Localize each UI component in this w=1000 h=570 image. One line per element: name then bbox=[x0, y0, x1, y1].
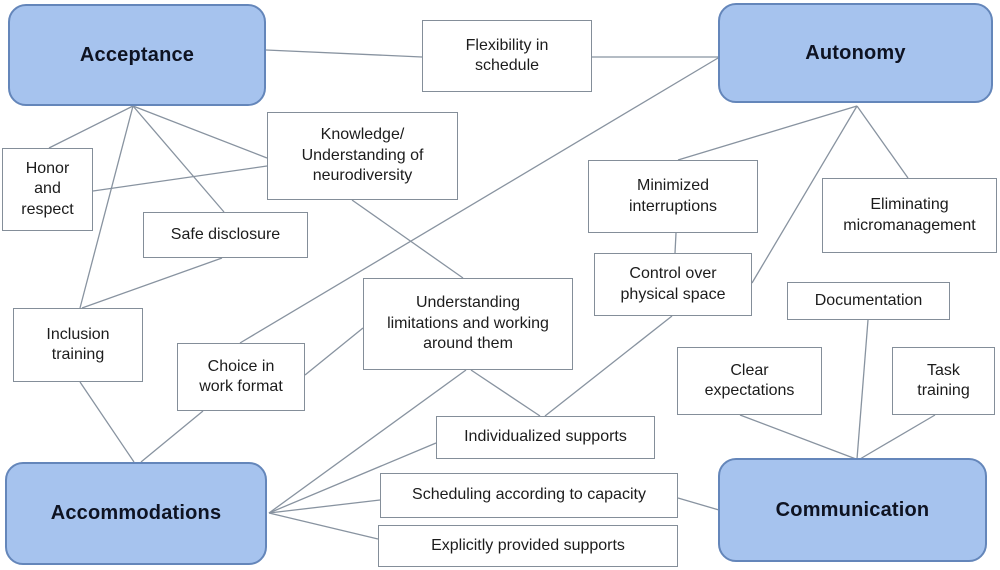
inclusion-label: Inclusion training bbox=[46, 325, 110, 363]
minimized-label: Minimized interruptions bbox=[628, 177, 718, 215]
clear-label: Clear expectations bbox=[704, 361, 795, 399]
node-flexibility: Flexibility in schedule bbox=[422, 20, 592, 92]
knowledge-label: Knowledge/ Understanding of neurodiversi… bbox=[301, 126, 424, 185]
control-label: Control over physical space bbox=[620, 265, 726, 303]
node-inclusion: Inclusion training bbox=[13, 308, 143, 382]
node-explicitly: Explicitly provided supports bbox=[378, 525, 678, 567]
node-eliminating: Eliminating micromanagement bbox=[822, 178, 997, 253]
edge-choice-accommodations bbox=[140, 410, 204, 463]
task-label: Task training bbox=[917, 361, 970, 399]
choice-label: Choice in work format bbox=[199, 357, 283, 395]
explicitly-label: Explicitly provided supports bbox=[431, 536, 625, 554]
edge-clear-communication bbox=[739, 414, 857, 460]
node-autonomy: Autonomy bbox=[718, 3, 993, 103]
node-minimized: Minimized interruptions bbox=[588, 160, 758, 233]
edge-minimized-control bbox=[674, 232, 677, 254]
edge-acceptance-knowledge bbox=[132, 105, 268, 159]
edge-acceptance-safe bbox=[132, 105, 225, 213]
edge-autonomy-control bbox=[751, 105, 858, 284]
individualized-label: Individualized supports bbox=[464, 428, 627, 446]
edge-acceptance-inclusion bbox=[79, 105, 134, 309]
edge-accommodations-scheduling bbox=[268, 499, 381, 514]
node-safe: Safe disclosure bbox=[143, 212, 308, 258]
node-accommodations: Accommodations bbox=[5, 462, 267, 565]
node-acceptance: Acceptance bbox=[8, 4, 266, 106]
edge-safe-inclusion bbox=[81, 257, 223, 309]
edge-acceptance-honor bbox=[48, 105, 134, 149]
edge-autonomy-minimized bbox=[677, 105, 858, 161]
edge-understanding-accommodations bbox=[268, 369, 467, 514]
documentation-label: Documentation bbox=[814, 291, 923, 309]
honor-label: Honor and respect bbox=[21, 159, 74, 218]
edge-accommodations-individualized bbox=[268, 442, 437, 514]
node-knowledge: Knowledge/ Understanding of neurodiversi… bbox=[267, 112, 458, 200]
edge-choice-understanding bbox=[304, 327, 364, 376]
edge-scheduling-communication bbox=[677, 497, 720, 511]
node-clear: Clear expectations bbox=[677, 347, 822, 415]
acceptance-label: Acceptance bbox=[79, 43, 195, 66]
edge-knowledge-understanding bbox=[351, 199, 464, 279]
scheduling-label: Scheduling according to capacity bbox=[412, 486, 646, 504]
node-documentation: Documentation bbox=[787, 282, 950, 320]
node-task: Task training bbox=[892, 347, 995, 415]
edge-inclusion-accommodations bbox=[79, 381, 135, 463]
edge-task-communication bbox=[859, 414, 936, 460]
accommodations-label: Accommodations bbox=[50, 502, 222, 524]
autonomy-label: Autonomy bbox=[805, 41, 906, 64]
edge-documentation-communication bbox=[856, 319, 869, 460]
edge-control-individualized bbox=[544, 315, 673, 417]
edge-acceptance-flexibility bbox=[265, 49, 423, 58]
node-understanding: Understanding limitations and working ar… bbox=[363, 278, 573, 370]
eliminating-label: Eliminating micromanagement bbox=[843, 196, 976, 234]
node-choice: Choice in work format bbox=[177, 343, 305, 411]
node-control: Control over physical space bbox=[594, 253, 752, 316]
edge-autonomy-eliminating bbox=[856, 105, 909, 179]
edge-honor-knowledge bbox=[92, 165, 268, 192]
understanding-label: Understanding limitations and working ar… bbox=[387, 294, 549, 353]
flexibility-label: Flexibility in schedule bbox=[465, 36, 549, 74]
node-honor: Honor and respect bbox=[2, 148, 93, 231]
node-communication: Communication bbox=[718, 458, 987, 562]
edge-accommodations-explicitly bbox=[268, 512, 379, 540]
edge-autonomy-choice bbox=[239, 57, 719, 344]
communication-label: Communication bbox=[775, 498, 930, 521]
node-scheduling: Scheduling according to capacity bbox=[380, 473, 678, 518]
node-individualized: Individualized supports bbox=[436, 416, 655, 459]
safe-label: Safe disclosure bbox=[170, 225, 281, 243]
edge-understanding-individualized bbox=[470, 369, 541, 417]
